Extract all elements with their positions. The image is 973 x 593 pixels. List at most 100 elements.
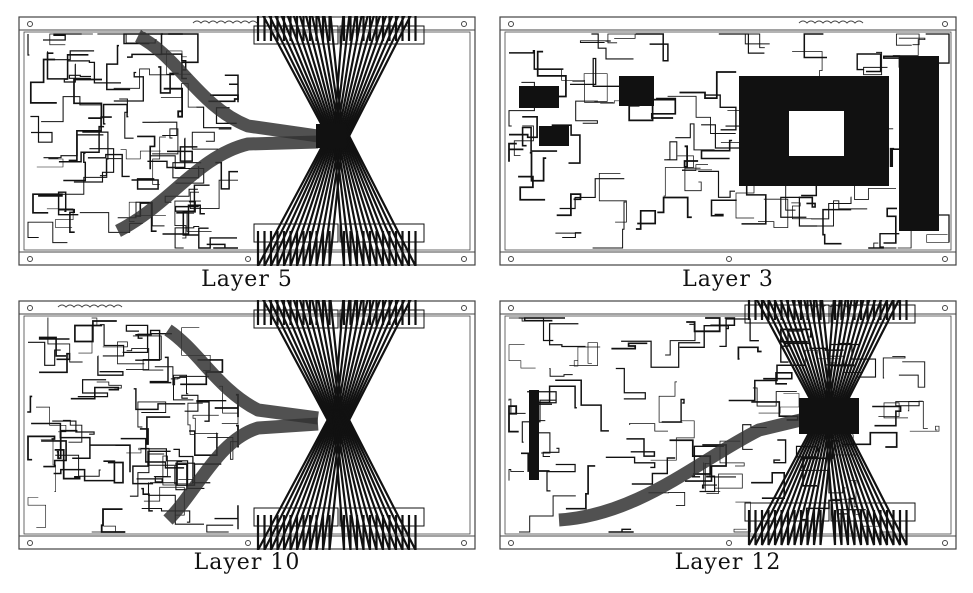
trace — [650, 420, 695, 461]
trace — [548, 323, 586, 348]
trace — [556, 193, 582, 217]
trace — [744, 33, 770, 49]
trace — [139, 416, 171, 445]
trace — [898, 361, 926, 388]
trace-bus — [134, 30, 319, 143]
layer-caption: Layer 12 — [674, 550, 782, 575]
fanout-trace — [342, 125, 411, 266]
fanout-trace — [282, 125, 339, 266]
fanout-trace — [333, 300, 359, 431]
fanout-trace — [773, 300, 830, 426]
fanout-trace — [256, 16, 334, 147]
fanout-trace — [822, 300, 837, 426]
fanout-trace — [823, 300, 843, 426]
trace — [97, 355, 124, 376]
fanout-trace — [833, 300, 902, 426]
trace — [29, 58, 57, 104]
trace — [27, 395, 33, 413]
trace — [780, 330, 804, 363]
fanout-trace — [302, 16, 342, 147]
trace — [822, 208, 852, 245]
mount-hole — [461, 305, 467, 311]
fanout-trace — [308, 409, 343, 550]
mount-hole — [27, 305, 33, 311]
trace — [546, 463, 576, 492]
trace — [67, 60, 121, 84]
bga-pad-row — [253, 507, 339, 527]
fanout-trace — [333, 409, 359, 550]
fanout-trace — [332, 16, 352, 147]
fanout-trace — [343, 125, 417, 266]
layer-caption: Layer 3 — [682, 267, 774, 292]
trace — [565, 465, 596, 510]
trace — [579, 40, 611, 43]
pcb-layer-panel — [18, 300, 476, 550]
trace — [74, 320, 117, 343]
fanout-trace — [338, 16, 391, 147]
trace — [214, 505, 239, 530]
trace — [635, 33, 669, 62]
fanout-trace — [339, 300, 398, 431]
bga-pad-row — [339, 223, 425, 243]
trace — [791, 202, 812, 220]
trace — [555, 232, 582, 239]
mount-hole — [245, 256, 251, 262]
fanout-trace — [754, 300, 826, 426]
trace — [102, 103, 129, 125]
fanout-trace — [289, 125, 340, 266]
trace — [871, 242, 897, 249]
fanout-trace — [289, 16, 340, 147]
trace — [686, 317, 721, 333]
trace — [667, 95, 736, 134]
trace — [191, 131, 219, 150]
trace — [508, 344, 536, 369]
plane-cutout — [789, 111, 844, 156]
trace — [91, 525, 117, 533]
trace — [763, 372, 793, 385]
fanout-trace — [332, 125, 352, 266]
bga-pad-row — [830, 502, 916, 522]
trace — [518, 317, 554, 342]
trace — [27, 34, 30, 56]
trace — [99, 324, 125, 357]
trace — [798, 196, 816, 208]
pcb-layer-drawing — [18, 16, 476, 266]
trace-bus — [164, 324, 319, 425]
wave-mark — [192, 20, 258, 24]
bga-fanout — [744, 404, 916, 546]
wave-mark — [57, 304, 123, 308]
trace — [58, 208, 75, 233]
trace — [55, 454, 101, 477]
trace — [47, 317, 83, 363]
trace — [170, 375, 209, 380]
fanout-trace — [302, 125, 342, 266]
fanout-trace — [315, 16, 344, 147]
pcb-layer-drawing — [499, 300, 957, 550]
mount-hole — [508, 305, 514, 311]
fanout-trace — [337, 125, 385, 266]
trace — [719, 440, 745, 467]
fanout-trace — [338, 409, 391, 550]
fanout-trace — [822, 404, 837, 546]
trace — [648, 491, 686, 506]
trace — [120, 149, 161, 160]
fanout-trace — [337, 16, 385, 147]
trace — [158, 66, 179, 94]
fanout-trace — [315, 409, 344, 550]
trace — [166, 50, 191, 75]
trace — [780, 196, 818, 227]
trace — [31, 422, 91, 460]
trace — [136, 476, 171, 483]
trace — [679, 325, 729, 348]
copper-pour — [519, 86, 559, 108]
trace — [87, 153, 130, 178]
fanout-trace — [256, 300, 334, 431]
trace — [175, 462, 195, 491]
fanout-trace — [295, 16, 341, 147]
trace — [682, 164, 712, 171]
trace — [628, 423, 668, 432]
trace — [882, 356, 906, 379]
fanout-trace — [269, 300, 337, 431]
board-frame — [18, 16, 476, 266]
mount-hole — [942, 256, 948, 262]
